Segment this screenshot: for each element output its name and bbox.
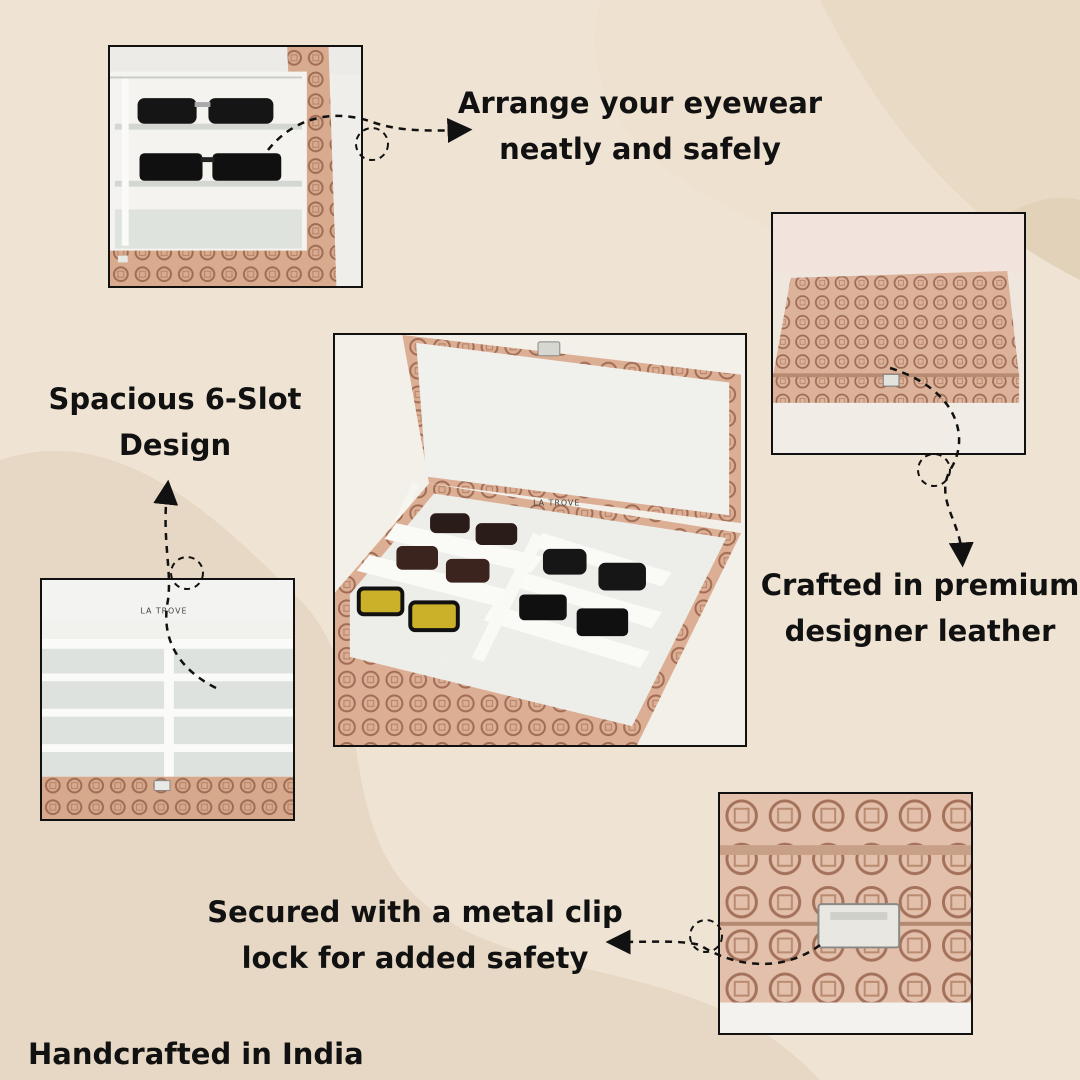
brand-label-interior: LA TROVE — [140, 606, 187, 615]
brand-label: LA TROVE — [533, 498, 580, 507]
photo-slots-closeup — [108, 45, 363, 288]
photo-slots-closeup-image — [110, 47, 361, 286]
caption-spacious: Spacious 6-Slot Design — [30, 376, 320, 468]
caption-crafted: Crafted in premium designer leather — [755, 562, 1080, 654]
caption-crafted-line1: Crafted in premium — [760, 568, 1080, 602]
photo-closed-box — [771, 212, 1026, 455]
photo-open-box-image: LA TROVE — [335, 335, 745, 745]
photo-clip-lock — [718, 792, 973, 1035]
footer-handcrafted: Handcrafted in India — [28, 1037, 364, 1071]
caption-secured-line2: lock for added safety — [241, 941, 589, 975]
photo-interior-view-image: LA TROVE — [42, 580, 293, 819]
caption-arrange-line2: neatly and safely — [499, 132, 781, 166]
photo-closed-box-image — [773, 214, 1024, 453]
caption-spacious-line1: Spacious 6-Slot — [48, 382, 302, 416]
photo-clip-lock-image — [720, 794, 971, 1033]
photo-interior-view: LA TROVE — [40, 578, 295, 821]
caption-arrange: Arrange your eyewear neatly and safely — [450, 80, 830, 172]
caption-crafted-line2: designer leather — [784, 614, 1056, 648]
caption-secured-line1: Secured with a metal clip — [207, 895, 623, 929]
caption-secured: Secured with a metal clip lock for added… — [200, 889, 630, 981]
photo-open-box: LA TROVE — [333, 333, 747, 747]
caption-spacious-line2: Design — [118, 428, 232, 462]
caption-arrange-line1: Arrange your eyewear — [457, 86, 823, 120]
